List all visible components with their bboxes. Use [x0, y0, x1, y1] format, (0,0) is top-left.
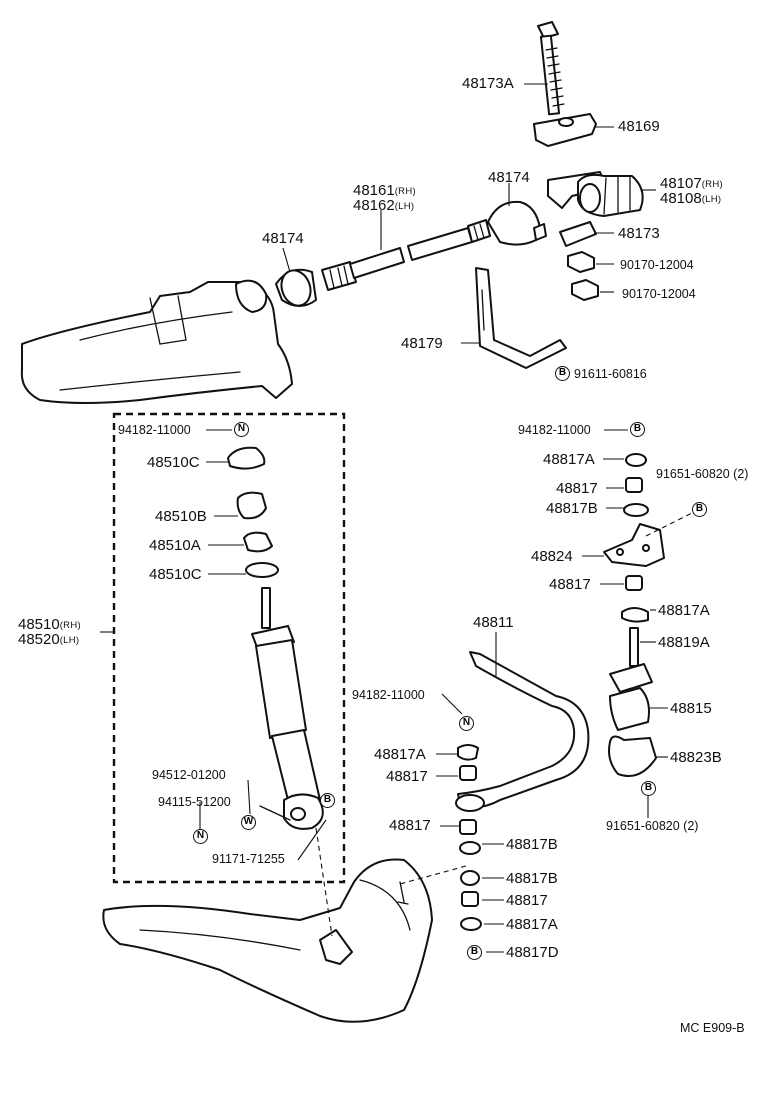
label-48173A: 48173A	[462, 75, 514, 92]
label-48108-lh: 48108(LH)	[660, 191, 721, 207]
label-94115: 94115-51200	[158, 795, 231, 809]
label-48169: 48169	[618, 118, 660, 135]
bracket-48173	[559, 221, 597, 247]
bolt-symbol-right-bottom: B	[641, 781, 656, 796]
label-48817B-m1: 48817B	[506, 836, 558, 853]
label-48108: 48108	[660, 190, 702, 207]
leader-lines	[100, 83, 668, 953]
anchor-arm-48174	[487, 200, 547, 246]
label-48107: 48107	[660, 175, 702, 192]
bolt-48173A	[537, 21, 565, 116]
bolt-symbol-right-mid: B	[692, 502, 707, 517]
label-48510C-bottom: 48510C	[149, 566, 202, 583]
bolt-symbol-right-top: B	[630, 422, 645, 437]
lower-arm	[102, 858, 433, 1023]
label-48161-rh: 48161(RH)	[353, 183, 416, 199]
rh-suffix-3: (RH)	[59, 620, 81, 631]
label-94182-right: 94182-11000	[518, 423, 591, 437]
label-48817-r1: 48817	[556, 480, 598, 497]
label-48174-right: 48174	[488, 169, 530, 186]
bracket-48179	[475, 267, 567, 369]
label-48162: 48162	[353, 197, 395, 214]
label-48817A-r2: 48817A	[658, 602, 710, 619]
label-48823B: 48823B	[670, 749, 722, 766]
cushion-48510C-bottom	[245, 562, 279, 578]
label-91651-top: 91651-60820 (2)	[656, 467, 749, 481]
label-94182-left: 94182-11000	[118, 423, 191, 437]
retainer-48510A	[243, 531, 273, 553]
lh-suffix-2: (LH)	[701, 194, 722, 205]
label-48817B-r1: 48817B	[546, 500, 598, 517]
nut-symbol-mid: N	[459, 716, 474, 731]
label-91171: 91171-71255	[212, 852, 285, 866]
shock-absorber-group-box	[112, 412, 346, 884]
label-91611: 91611-60816	[574, 367, 647, 381]
lh-suffix-3: (LH)	[59, 635, 80, 646]
label-48510C-top: 48510C	[147, 454, 200, 471]
label-48817-r2: 48817	[549, 576, 591, 593]
anchor-48107	[547, 171, 644, 217]
label-48510A: 48510A	[149, 537, 201, 554]
stopper-48169	[533, 113, 597, 147]
label-48520-lh: 48520(LH)	[18, 632, 79, 648]
rh-suffix-2: (RH)	[701, 179, 723, 190]
label-48817-m1: 48817	[386, 768, 428, 785]
nut-90170	[567, 251, 599, 301]
label-48510-rh: 48510(RH)	[18, 617, 81, 633]
label-48161: 48161	[353, 182, 395, 199]
cushion-48510C-top	[227, 446, 266, 470]
footer-code: MC E909-B	[680, 1021, 745, 1035]
label-90170-a: 90170-12004	[620, 258, 694, 272]
label-48817D: 48817D	[506, 944, 559, 961]
label-48824: 48824	[531, 548, 573, 565]
label-91651-bottom: 91651-60820 (2)	[606, 819, 699, 833]
label-48817-m2: 48817	[389, 817, 431, 834]
label-48819A: 48819A	[658, 634, 710, 651]
shock-absorber-48510	[251, 587, 324, 830]
label-94512: 94512-01200	[152, 768, 226, 782]
label-48107-rh: 48107(RH)	[660, 176, 723, 192]
bolt-symbol-mid: B	[467, 945, 482, 960]
washer-symbol: W	[241, 815, 256, 830]
label-48510B: 48510B	[155, 508, 207, 525]
label-48811: 48811	[473, 614, 514, 631]
torsion-bar-48161	[275, 219, 491, 307]
stabilizer-bar-48811	[455, 651, 590, 812]
label-48162-lh: 48162(LH)	[353, 198, 414, 214]
label-48173: 48173	[618, 225, 660, 242]
label-94182-mid: 94182-11000	[352, 688, 425, 702]
nut-symbol-left: N	[234, 422, 249, 437]
label-48179: 48179	[401, 335, 443, 352]
lh-suffix: (LH)	[394, 201, 415, 212]
rh-suffix: (RH)	[394, 186, 416, 197]
label-48817A-m1: 48817A	[374, 746, 426, 763]
middle-bushing-stack	[457, 744, 482, 931]
label-48817A-r1: 48817A	[543, 451, 595, 468]
right-bushing-stack	[603, 453, 665, 777]
label-48817A-m2: 48817A	[506, 916, 558, 933]
label-48817B-m2: 48817B	[506, 870, 558, 887]
cushion-48510B	[236, 491, 267, 520]
label-90170-b: 90170-12004	[622, 287, 696, 301]
bolt-symbol-91611: B	[555, 366, 570, 381]
label-48174-left: 48174	[262, 230, 304, 247]
bolt-symbol-shock: B	[320, 793, 335, 808]
upper-arm	[20, 279, 293, 404]
label-48815: 48815	[670, 700, 712, 717]
nut-symbol-shock: N	[193, 829, 208, 844]
label-48520: 48520	[18, 631, 60, 648]
label-48510: 48510	[18, 616, 60, 633]
label-48817-m3: 48817	[506, 892, 548, 909]
